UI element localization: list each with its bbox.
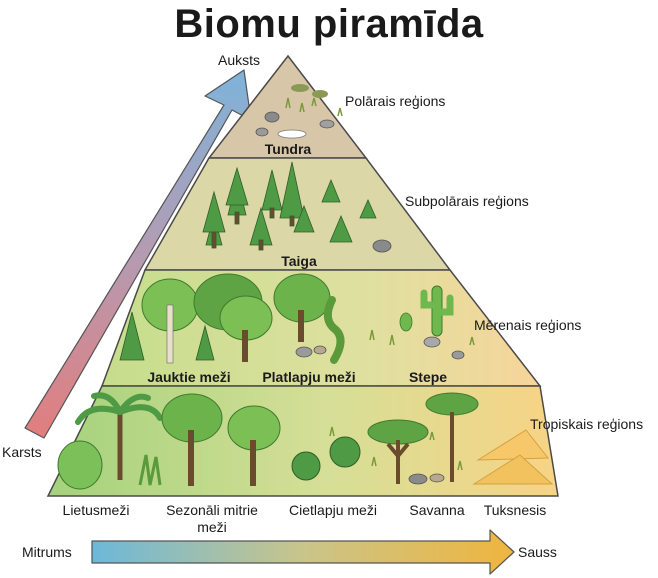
taiga-scene [202,161,392,253]
biome-label-savanna: Savanna [409,502,465,518]
region-label-polar: Polārais reģions [345,93,446,109]
axis-label-dry: Sauss [518,544,557,560]
biome-label-steppe: Stepe [408,369,448,385]
region-label-tropical: Tropiskais reģions [530,416,644,432]
cold-hot-arrow [24,69,252,439]
biome-label-mixed-forest: Jauktie meži [147,369,231,385]
biome-label-seasonal-forest: Sezonāli mitrie meži [166,502,258,535]
biome-label-taiga: Taiga [281,253,317,269]
wet-dry-arrow [91,529,515,575]
axis-label-hot: Karsts [2,444,42,460]
biome-label-sclerophyll-forest: Cietlapju meži [289,502,377,518]
temperate-scene [119,273,475,364]
axis-label-wet: Mitrums [22,544,72,560]
biome-label-broadleaf-forest: Platlapju meži [262,369,356,385]
region-label-subpolar: Subpolārais reģions [405,193,529,209]
region-label-temperate: Mērenais reģions [474,317,582,333]
tundra-scene [255,84,343,139]
biome-label-tundra: Tundra [264,141,312,157]
biome-label-rainforest: Lietusmeži [62,502,130,518]
axis-label-cold: Auksts [218,52,261,68]
tropical-scene [57,392,554,490]
biome-label-desert: Tuksnesis [483,502,547,518]
page-title: Biomu piramīda [174,2,484,46]
